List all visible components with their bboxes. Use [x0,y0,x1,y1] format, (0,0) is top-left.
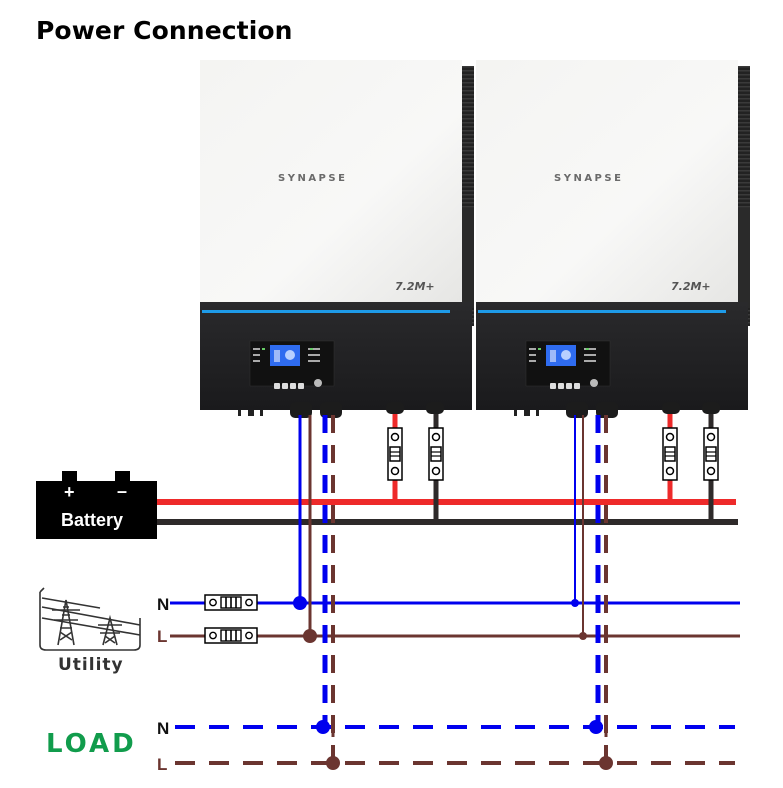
inverter-base [476,302,748,410]
panel-button[interactable] [566,383,572,389]
junction-dot [599,756,613,770]
cable-gland [596,402,618,418]
cable-gland [566,402,588,418]
junction-dot [316,720,330,734]
junction-dot [571,599,579,607]
ac-breaker-neutral [204,594,258,611]
dc-breaker [703,427,719,481]
battery-body [36,481,157,539]
ac-output-drops [322,415,608,763]
load-line-label: L [157,755,167,774]
utility-line-label: L [157,627,167,646]
junction-dot [326,756,340,770]
cable-gland [320,402,342,418]
inverter-model: 7.2M+ [671,280,711,293]
accent-strip [202,310,450,313]
ac-input-drops [298,415,584,636]
inverter-front-panel [476,60,738,302]
power-switch[interactable] [590,379,598,387]
cable-gland [386,402,404,414]
panel-button[interactable] [574,383,580,389]
battery-terminal-positive [62,471,77,482]
utility-label: Utility [58,655,124,675]
panel-button[interactable] [550,383,556,389]
utility-neutral-label: N [157,595,169,614]
ac-breaker-line [204,627,258,644]
battery-label: Battery [61,510,123,530]
load-label: LOAD [46,729,137,759]
inverter-1: SYNAPSE 7.2M+ [200,60,474,418]
panel-button[interactable] [298,383,304,389]
junction-dot [589,720,603,734]
panel-button[interactable] [558,383,564,389]
load-neutral-label: N [157,719,169,738]
junction-dot [579,632,587,640]
junction-dot [303,629,317,643]
inverter-front-panel [200,60,462,302]
control-panel [249,340,335,389]
panel-button[interactable] [274,383,280,389]
battery-negative-sign: – [117,481,127,501]
inverter-model: 7.2M+ [395,280,435,293]
accent-strip [478,310,726,313]
panel-button[interactable] [282,383,288,389]
inverter-base [200,302,472,410]
panel-button[interactable] [290,383,296,389]
page-title: Power Connection [36,16,293,45]
control-panel [525,340,611,389]
cable-gland [290,402,312,418]
power-tower-icon [39,587,141,651]
battery-positive-sign: + [64,482,75,502]
dc-breaker [662,427,678,481]
dc-breaker [387,427,403,481]
inverter-brand: SYNAPSE [278,173,347,184]
inverter-brand: SYNAPSE [554,173,623,184]
power-switch[interactable] [314,379,322,387]
cable-gland [702,402,720,414]
cable-gland [662,402,680,414]
inverter-2: SYNAPSE 7.2M+ [476,60,750,418]
cable-gland [426,402,444,414]
battery: + – Battery [36,471,157,539]
junction-dot [293,596,307,610]
battery-terminal-negative [115,471,130,482]
dc-breaker [428,427,444,481]
